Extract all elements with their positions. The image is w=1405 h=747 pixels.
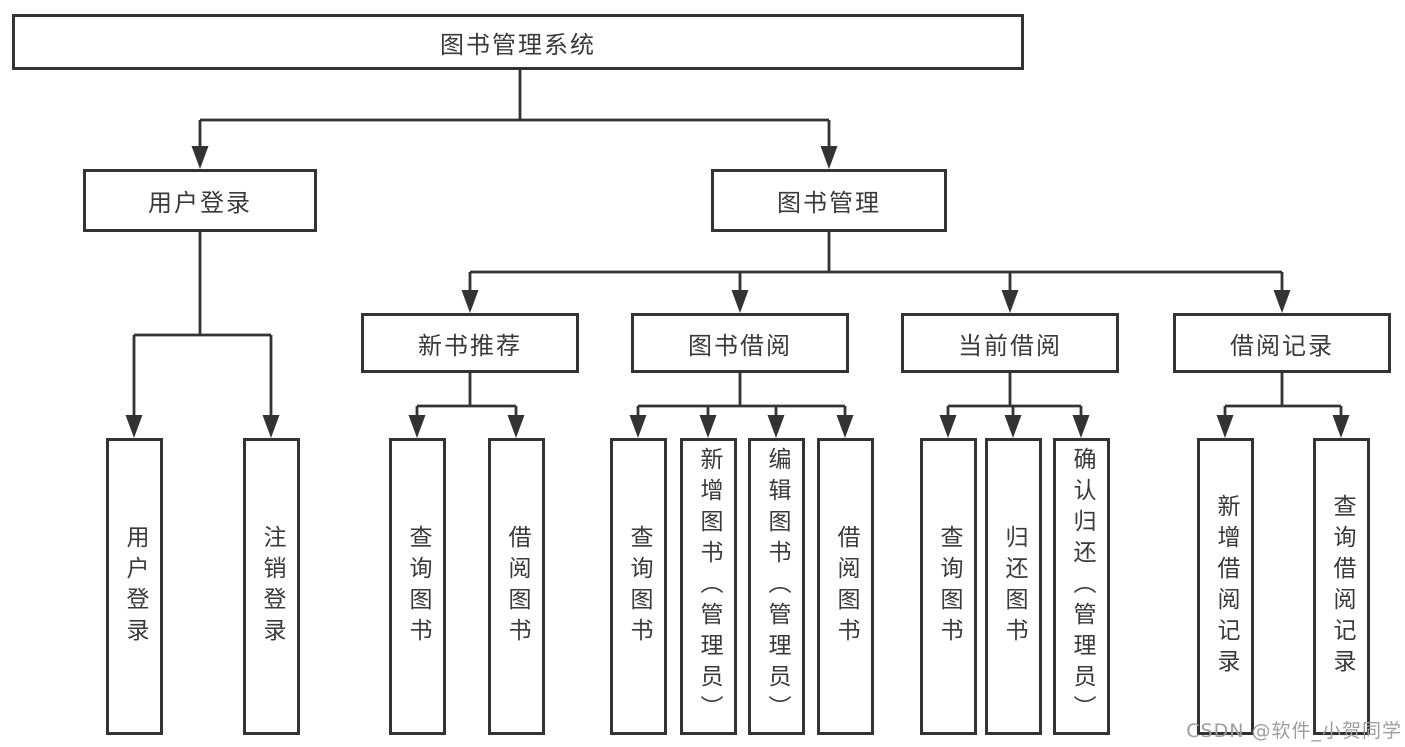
leaf-query-borrow-record: 查询借阅记录 [1313,438,1370,735]
leaf-add-borrow-record: 新增借阅记录 [1197,438,1254,735]
arrowhead [1216,415,1234,438]
node-current-borrowing: 当前借阅 [901,313,1119,373]
watermark: CSDN @软件_小贺同学 [1186,720,1402,742]
arrowhead [629,415,647,438]
node-borrowing-records-label: 借阅记录 [1230,331,1334,360]
leaf-borrow-books: 借阅图书 [817,438,874,735]
node-borrowing-records: 借阅记录 [1173,313,1391,373]
node-book-borrowing: 图书借阅 [631,313,849,373]
leaf-label: 查询借阅记录 [1329,493,1355,680]
leaf-return-books: 归还图书 [985,438,1042,735]
leaf-label: 用户登录 [122,524,148,649]
arrowhead [767,415,785,438]
leaf-label: 新增图书（管理员） [696,447,722,726]
leaf-label: 归还图书 [1001,524,1027,649]
arrowhead [836,415,854,438]
leaf-label: 查询图书 [626,524,652,649]
node-user-login-label: 用户登录 [148,189,252,217]
leaf-confirm-return-admin: 确认归还（管理员） [1053,438,1110,735]
node-current-borrowing-label: 当前借阅 [958,331,1062,360]
node-new-book-recommend-label: 新书推荐 [418,331,522,360]
node-root-label: 图书管理系统 [440,30,596,59]
leaf-logout: 注销登录 [243,438,300,735]
leaf-query-books-borrowing: 查询图书 [610,438,667,735]
arrowhead [1332,415,1350,438]
arrowhead [461,290,479,313]
leaf-label: 新增借阅记录 [1213,493,1239,680]
arrowhead [507,415,525,438]
leaf-query-books-recommend: 查询图书 [389,438,446,735]
arrowhead [191,146,209,169]
node-new-book-recommend: 新书推荐 [361,313,579,373]
arrowhead [820,146,838,169]
leaf-label: 注销登录 [259,524,285,649]
leaf-label: 查询图书 [936,524,962,649]
node-book-borrowing-label: 图书借阅 [688,331,792,360]
arrowhead [408,415,426,438]
leaf-label: 编辑图书（管理员） [764,447,790,726]
node-root: 图书管理系统 [12,14,1024,70]
leaf-query-books-current: 查询图书 [920,438,977,735]
node-book-management: 图书管理 [711,169,947,232]
arrowhead [731,290,749,313]
connector-path [132,70,1343,417]
leaf-label: 查询图书 [405,524,431,649]
leaf-label: 借阅图书 [833,524,859,649]
arrowhead [262,415,280,438]
leaf-label: 借阅图书 [504,524,530,649]
arrowhead [1273,290,1291,313]
leaf-label: 确认归还（管理员） [1069,447,1095,726]
arrowhead [125,415,143,438]
leaf-user-login: 用户登录 [106,438,163,735]
arrowheads [125,146,1350,438]
arrowhead [1004,415,1022,438]
leaf-add-books-admin: 新增图书（管理员） [680,438,737,735]
arrowhead [939,415,957,438]
arrowhead [1001,290,1019,313]
node-book-management-label: 图书管理 [777,189,881,217]
node-user-login: 用户登录 [83,169,317,232]
leaf-borrow-books-recommend: 借阅图书 [488,438,545,735]
arrowhead [1072,415,1090,438]
arrowhead [699,415,717,438]
leaf-edit-books-admin: 编辑图书（管理员） [748,438,805,735]
